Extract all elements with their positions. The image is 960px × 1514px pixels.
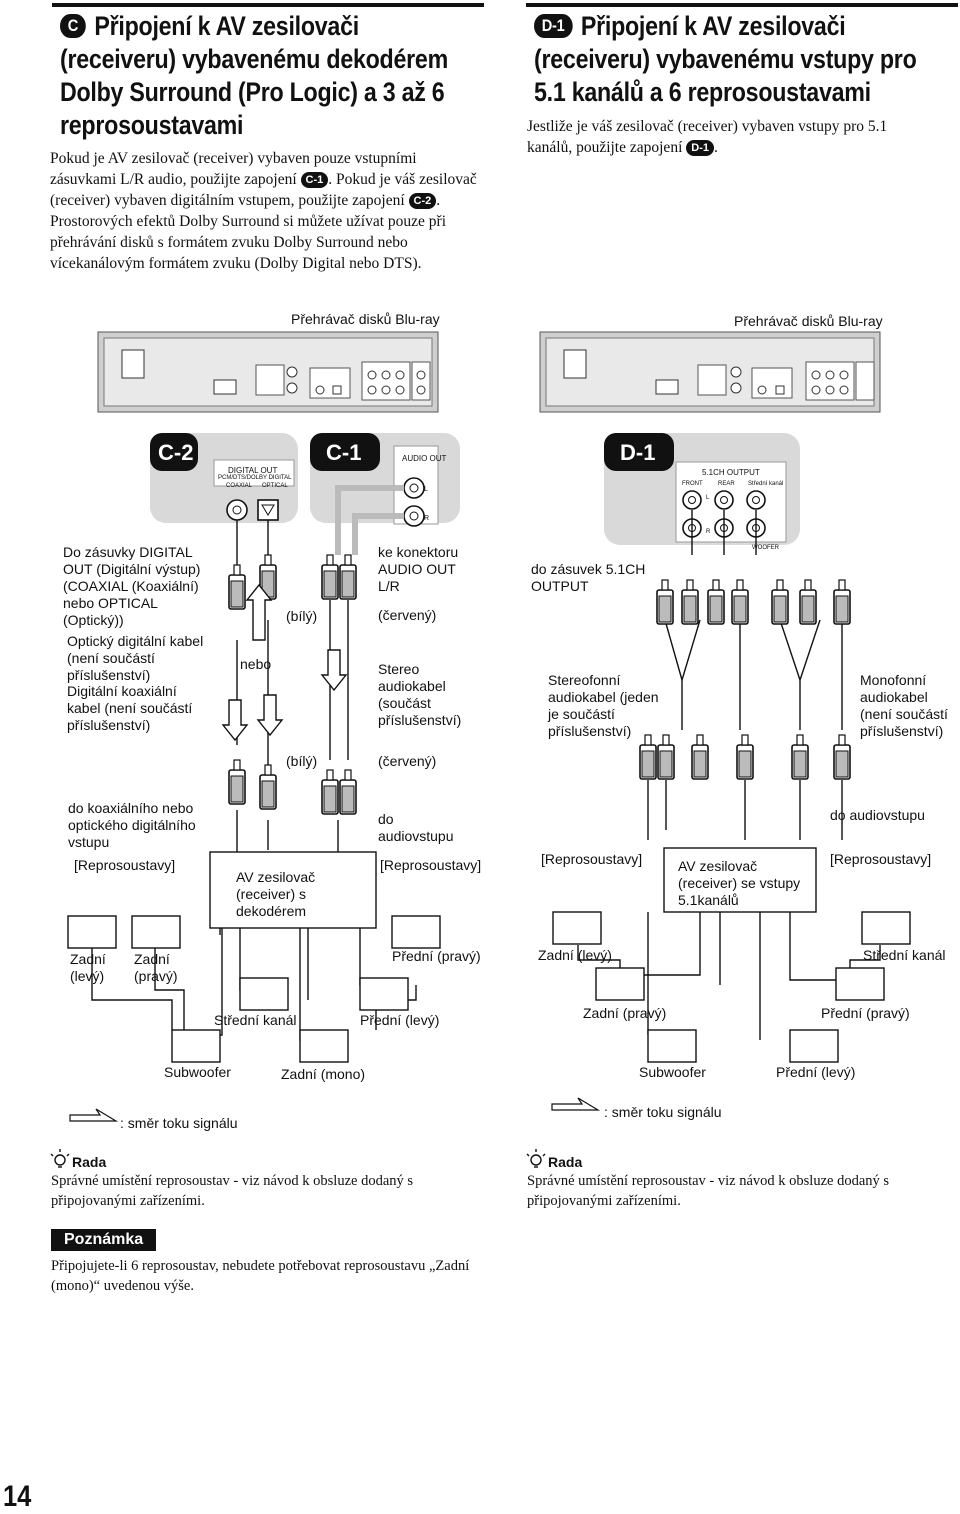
mono-cable-label: Monofonní audiokabel (není součástí přís…	[860, 672, 948, 739]
zoom-callout-d1	[604, 433, 800, 545]
rear-left-label: Zadní (levý)	[70, 951, 106, 984]
audio-input-label-right: do audiovstupu	[830, 807, 925, 823]
rear-label: REAR	[718, 481, 735, 487]
rear-right-label: Zadní (pravý)	[134, 951, 178, 984]
front-left-label-left: Přední (levý)	[360, 1012, 440, 1028]
digital-out-description: Do zásuvky DIGITAL OUT (Digitální výstup…	[63, 544, 201, 628]
note-body: Připojujete-li 6 reprosoustav, nebudete …	[51, 1258, 470, 1294]
right-intro-text: Jestliže je váš zesilovač (receiver) vyb…	[527, 118, 888, 156]
optical-cable-label: Optický digitální kabel (není součástí p…	[67, 633, 204, 683]
receiver-label-right: AV zesilovač (receiver) se vstupy 5.1kan…	[678, 858, 801, 908]
jack-r-label: R	[706, 529, 711, 535]
front-left-label-right: Přední (levý)	[776, 1064, 856, 1080]
stereo-cable-label-right: Stereofonní audiokabel (jeden je součást…	[548, 672, 659, 739]
nebo-label: nebo	[240, 656, 272, 672]
right-top-rule	[526, 3, 958, 7]
center-label-right: Střední kanál	[863, 947, 946, 963]
note-tag: Poznámka	[51, 1229, 157, 1251]
white-label-bottom: (bílý)	[286, 753, 318, 769]
player-rear-panel-right	[539, 331, 881, 413]
center-label-left: Střední kanál	[214, 1012, 297, 1028]
digital-out-label: DIGITAL OUT	[228, 466, 278, 475]
c2-inline-badge: C-2	[408, 193, 437, 209]
rear-mono-label: Zadní (mono)	[281, 1066, 366, 1082]
speakers-label-left-2: [Reprosoustavy]	[380, 857, 482, 873]
jack-l-label: L	[706, 495, 710, 501]
subwoofer-label-right: Subwoofer	[639, 1064, 706, 1080]
rear-left-label-right: Zadní (levý)	[538, 947, 612, 963]
tip-heading-left: Rada	[72, 1154, 107, 1170]
audio-out-lr-label: ke konektoru AUDIO OUT L/R	[378, 544, 459, 594]
speakers-label-left-1: [Reprosoustavy]	[74, 857, 176, 873]
front-right-label-left: Přední (pravý)	[392, 948, 481, 964]
jack-r-label: R	[424, 515, 430, 522]
tip-bulb-icon	[50, 1149, 70, 1168]
player-label-left: Přehrávač disků Blu-ray	[291, 311, 440, 327]
c1-inline-badge: C-1	[300, 172, 329, 188]
tip-body-left: Správné umístění reprosoustav - viz návo…	[51, 1173, 414, 1209]
subwoofer-label-left: Subwoofer	[164, 1064, 231, 1080]
receiver-label-left: AV zesilovač (receiver) s dekodérem	[236, 869, 316, 919]
zoom-callout-c2	[150, 433, 298, 523]
left-top-rule	[52, 3, 484, 7]
white-label-top: (bílý)	[286, 608, 318, 624]
page-number: 14	[3, 1480, 32, 1513]
coax-cable-label: Digitální koaxiální kabel (není součástí…	[67, 683, 193, 733]
c2-callout-tag: C-2	[158, 440, 194, 465]
red-label-bottom: (červený)	[378, 753, 437, 769]
red-label-top: (červený)	[378, 607, 437, 623]
output-51-label: do zásuvek 5.1CH OUTPUT	[531, 561, 646, 594]
coax-optical-input-label: do koaxiálního nebo optického digitálníh…	[68, 800, 196, 850]
d1-inline-badge: D-1	[686, 140, 714, 156]
optical-label: OPTICAL	[262, 483, 288, 489]
speakers-label-right-2: [Reprosoustavy]	[830, 851, 932, 867]
section-c-badge: C	[60, 14, 86, 38]
signal-legend-arrow-right	[551, 1097, 601, 1111]
center-label: Střední kanál	[748, 481, 784, 487]
audio-input-label-left: do audiovstupu	[378, 811, 454, 844]
player-rear-panel-left	[97, 331, 439, 413]
signal-arrows-left	[221, 583, 348, 742]
woofer-label: WOOFER	[752, 545, 779, 551]
signal-flow-legend-right: : směr toku signálu	[604, 1104, 722, 1120]
stereo-cable-label: Stereo audiokabel (součást příslušenství…	[378, 661, 462, 728]
signal-legend-arrow-left	[69, 1108, 119, 1122]
d1-callout-tag: D-1	[620, 440, 656, 465]
coaxial-label: COAXIAL	[226, 483, 253, 489]
signal-flow-legend-left: : směr toku signálu	[120, 1115, 238, 1131]
jack-l-label: L	[424, 486, 428, 493]
section-d1-badge: D-1	[534, 14, 573, 38]
speakers-label-right-1: [Reprosoustavy]	[541, 851, 643, 867]
ch-output-label: 5.1CH OUTPUT	[702, 468, 760, 477]
front-label: FRONT	[682, 481, 703, 487]
front-right-label-right: Přední (pravý)	[821, 1005, 910, 1021]
tip-heading-right: Rada	[548, 1154, 583, 1170]
player-label-right: Přehrávač disků Blu-ray	[734, 313, 883, 329]
tip-bulb-icon	[526, 1149, 546, 1168]
rear-right-label-right: Zadní (pravý)	[583, 1005, 667, 1021]
c1-callout-tag: C-1	[326, 440, 362, 465]
pcm-label: PCM/DTS/DOLBY DIGITAL	[218, 475, 292, 481]
tip-body-right: Správné umístění reprosoustav - viz návo…	[527, 1173, 890, 1209]
audio-out-label: AUDIO OUT	[402, 454, 447, 463]
left-intro-text: Pokud je AV zesilovač (receiver) vybaven…	[50, 150, 477, 272]
